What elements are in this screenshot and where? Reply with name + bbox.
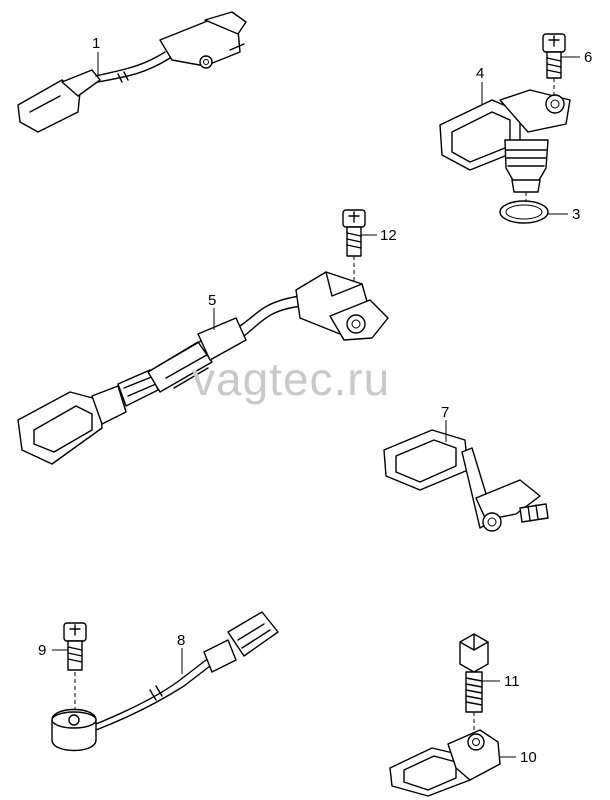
callout-label: 8 [177, 632, 186, 649]
callout-label: 12 [380, 227, 397, 244]
part-7-sensor-with-bracket [383, 429, 549, 532]
callout-label: 10 [520, 749, 537, 766]
callout-label: 6 [584, 49, 593, 66]
part-1-sensor-with-cable [17, 11, 247, 133]
part-6-bolt [542, 33, 566, 96]
callout-label: 11 [504, 673, 520, 690]
callout-label: 4 [476, 65, 485, 82]
part-9-bolt [63, 622, 87, 710]
callout-label: 9 [38, 642, 47, 659]
callout-label: 7 [441, 404, 450, 421]
part-4-hall-sensor [439, 89, 571, 193]
callout-label: 1 [92, 35, 101, 52]
part-11-bolt [459, 633, 489, 740]
callout-label: 5 [208, 292, 217, 309]
part-12-bolt [342, 209, 366, 304]
part-3-o-ring [499, 192, 549, 224]
callout-label: 3 [572, 206, 581, 223]
part-10-speed-sensor [389, 729, 501, 797]
watermark: vagtec.ru [192, 353, 391, 405]
part-8-knock-sensor [51, 611, 279, 752]
part-5-sensor-with-long-cable [17, 271, 389, 465]
